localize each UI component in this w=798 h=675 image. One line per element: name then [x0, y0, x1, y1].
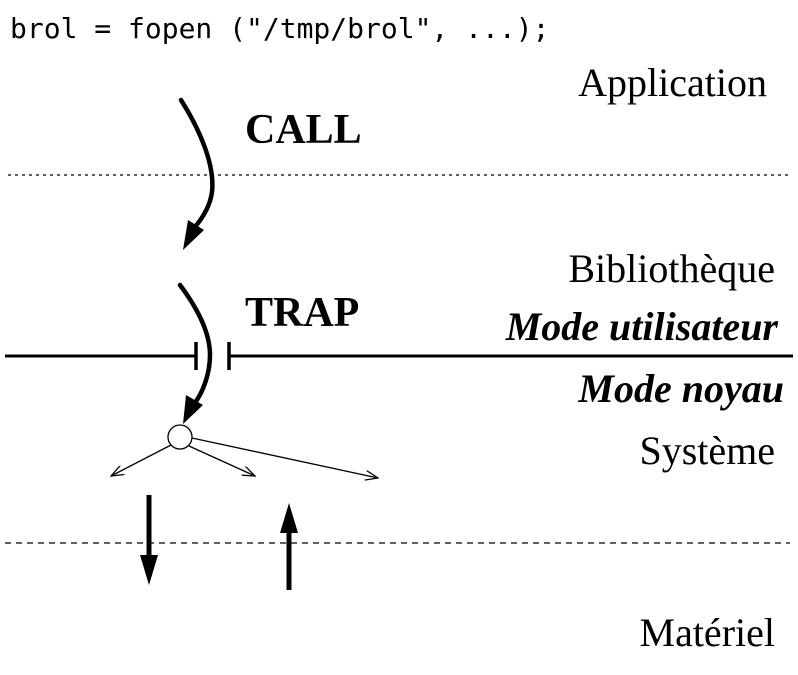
code-line: brol = fopen ("/tmp/brol", ...);	[10, 12, 549, 45]
hardware-down-arrow-head	[140, 555, 158, 585]
mode-label-utilisateur: Mode utilisateur	[505, 304, 779, 349]
dispatch-arrow-right	[191, 437, 378, 478]
trap-arrow	[177, 282, 213, 407]
call-label: CALL	[245, 107, 362, 153]
layer-label-bibliotheque: Bibliothèque	[568, 246, 775, 291]
dispatch-arrow-left	[111, 444, 172, 476]
layer-label-systeme: Système	[639, 428, 775, 473]
hardware-up-arrow-head	[280, 503, 298, 533]
call-arrow-head	[183, 220, 204, 250]
mode-label-noyau: Mode noyau	[577, 366, 784, 411]
trap-arrow-head	[183, 395, 203, 424]
trap-label: TRAP	[245, 290, 359, 336]
dispatch-node	[167, 424, 193, 450]
call-arrow	[178, 97, 215, 231]
dispatch-arrow-middle	[188, 445, 255, 476]
layer-label-materiel: Matériel	[640, 610, 776, 655]
layer-label-application: Application	[578, 60, 767, 105]
